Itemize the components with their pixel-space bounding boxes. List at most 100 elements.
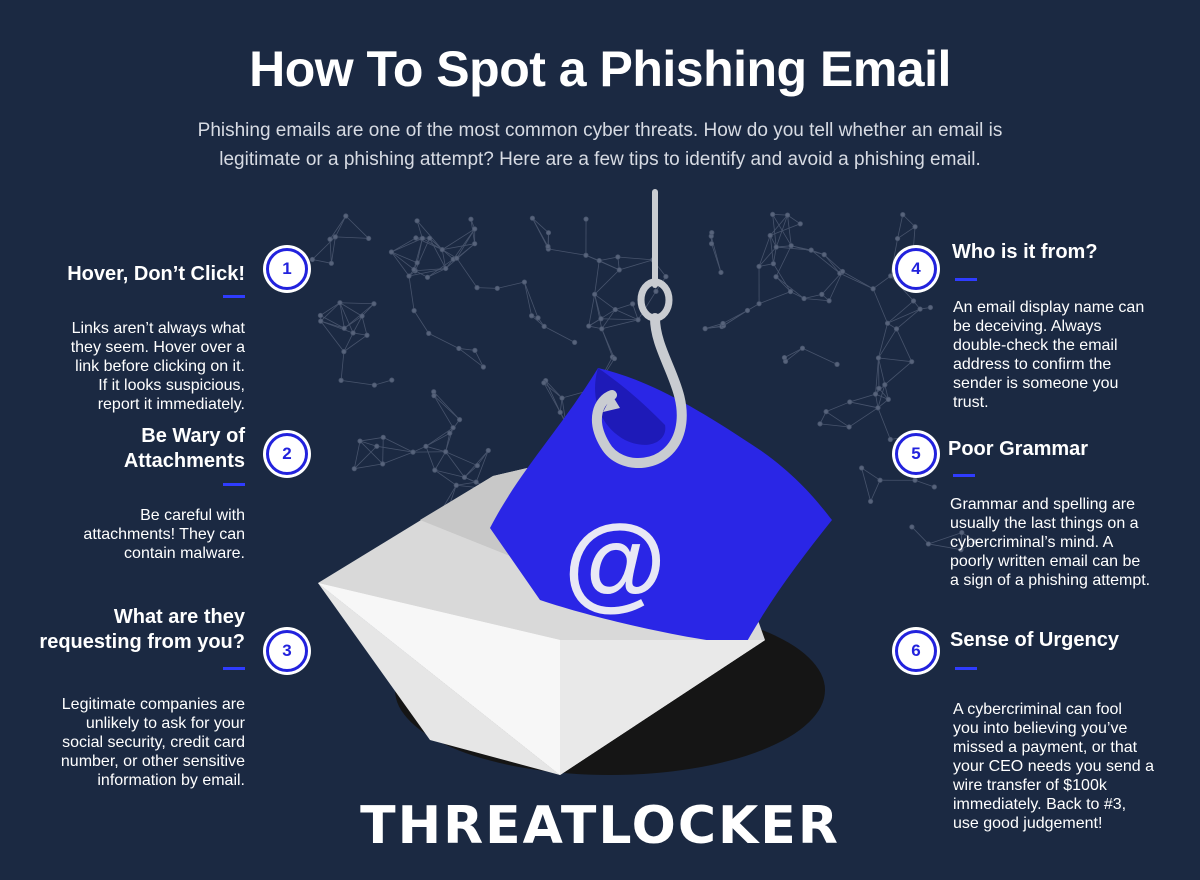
network-node	[972, 538, 978, 544]
network-link	[861, 467, 881, 481]
network-link	[458, 348, 475, 351]
network-link	[415, 268, 446, 272]
tip-1-body: Links aren’t always what they seem. Hove…	[70, 320, 245, 413]
network-link	[601, 319, 639, 330]
tip-6-heading: Sense of Urgency	[950, 629, 1119, 651]
network-node	[834, 361, 840, 367]
network-node	[328, 260, 334, 266]
network-node	[773, 244, 779, 250]
network-node	[872, 391, 879, 397]
network-link	[428, 333, 460, 349]
network-link	[341, 379, 375, 386]
network-node	[781, 354, 788, 361]
tip-4-body: An email display name can be deceiving. …	[953, 299, 1145, 411]
network-node	[612, 306, 618, 313]
network-link	[758, 291, 791, 305]
network-node	[773, 274, 779, 280]
network-link	[896, 328, 913, 362]
network-node	[875, 355, 882, 361]
network-link	[543, 382, 561, 413]
network-node	[388, 249, 395, 255]
network-node	[909, 359, 915, 365]
network-node	[454, 255, 460, 261]
envelope-right-flap	[560, 640, 765, 775]
network-link	[928, 532, 962, 545]
network-link	[884, 361, 912, 386]
network-node	[456, 417, 463, 423]
tip-6-number-badge: 6	[895, 630, 937, 672]
network-link	[434, 451, 446, 471]
network-link	[878, 357, 912, 363]
network-link	[599, 260, 620, 271]
network-node	[528, 313, 535, 319]
network-link	[804, 298, 830, 302]
network-node	[413, 235, 419, 241]
network-node	[823, 409, 829, 415]
network-node	[406, 273, 412, 279]
network-link	[391, 251, 418, 264]
network-node	[875, 405, 881, 411]
network-node	[917, 306, 923, 312]
network-link	[354, 445, 378, 469]
network-node	[877, 477, 883, 483]
network-node	[887, 436, 893, 443]
network-node	[426, 330, 432, 336]
network-link	[619, 259, 654, 271]
network-node	[414, 218, 420, 224]
network-node	[411, 308, 417, 314]
network-link	[359, 436, 384, 442]
network-link	[320, 320, 354, 334]
network-node	[337, 300, 343, 306]
network-link	[415, 237, 443, 251]
network-link	[775, 276, 791, 292]
network-link	[769, 235, 774, 264]
network-link	[353, 440, 361, 469]
network-node	[931, 484, 937, 490]
network-node	[341, 325, 347, 331]
network-node	[366, 235, 372, 242]
network-node	[859, 465, 865, 471]
network-link	[429, 238, 447, 269]
network-node	[351, 466, 357, 472]
network-link	[359, 440, 383, 465]
network-node	[359, 313, 365, 319]
network-node	[959, 529, 965, 536]
network-node	[599, 326, 605, 332]
network-link	[872, 288, 888, 324]
network-link	[344, 315, 363, 329]
tip-5-divider	[953, 474, 975, 477]
network-link	[331, 236, 336, 264]
network-link	[849, 401, 879, 409]
network-link	[861, 467, 871, 502]
network-link	[543, 382, 563, 399]
network-link	[408, 275, 415, 311]
network-link	[458, 348, 484, 368]
network-link	[872, 275, 891, 290]
network-link	[896, 308, 921, 330]
network-node	[480, 364, 487, 370]
network-link	[887, 300, 914, 324]
network-link	[842, 271, 874, 290]
network-node	[756, 301, 762, 307]
tip-3-heading: What are they requesting from you?	[39, 606, 245, 653]
network-node	[586, 323, 592, 329]
tip-6-body: A cybercriminal can fool you into believ…	[953, 701, 1155, 832]
network-link	[345, 215, 369, 239]
network-link	[339, 302, 374, 305]
network-link	[343, 334, 368, 352]
network-node	[770, 261, 777, 267]
network-node	[485, 447, 491, 454]
network-link	[769, 214, 788, 236]
network-node	[744, 307, 751, 314]
network-node	[414, 260, 420, 266]
network-link	[339, 302, 354, 334]
network-link	[828, 271, 843, 301]
network-link	[391, 251, 415, 270]
network-link	[329, 239, 332, 264]
network-link	[914, 479, 935, 488]
network-node	[870, 286, 876, 292]
network-link	[434, 469, 465, 478]
intro-line-2: legitimate or a phishing attempt? Here a…	[219, 149, 981, 170]
network-link	[878, 323, 888, 359]
tip-5-body: Grammar and spelling are usually the las…	[950, 496, 1151, 589]
